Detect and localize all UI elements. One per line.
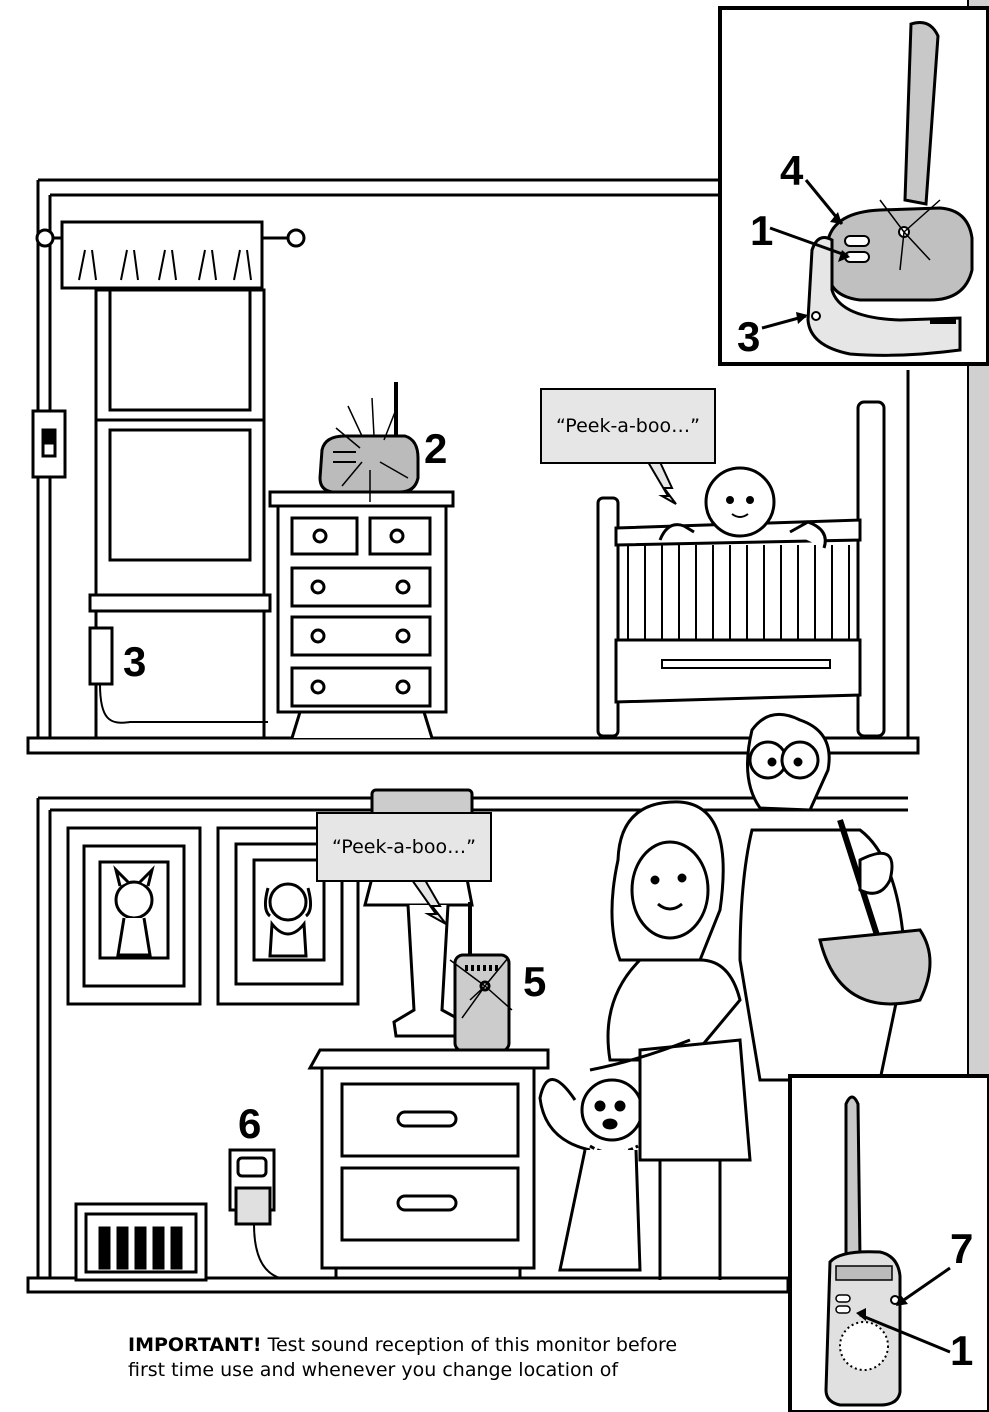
bubble-pointer-nursery [648, 462, 676, 504]
callout-5-receiver: 5 [523, 961, 546, 1003]
dog [540, 1079, 642, 1270]
light-switch [33, 411, 65, 477]
callout-7-receiver: 7 [950, 1228, 973, 1270]
nightstand [310, 1050, 548, 1278]
transmitter-inset [720, 8, 988, 364]
nursery-transmitter-unit [320, 382, 418, 502]
heat-register [76, 1204, 206, 1280]
receiver-on-table [450, 902, 512, 1051]
dresser [270, 492, 453, 738]
callout-1-receiver: 1 [950, 1330, 973, 1372]
speech-bubble-nursery: “Peek-a-boo…” [540, 388, 716, 464]
important-label: IMPORTANT! [128, 1334, 262, 1356]
nursery-outlet [90, 628, 268, 723]
window [37, 222, 304, 738]
callout-4-transmitter: 4 [780, 150, 803, 192]
callout-3-transmitter: 3 [737, 316, 760, 358]
cat-picture-frame [68, 828, 200, 1004]
callout-3-nursery-outlet: 3 [123, 641, 146, 683]
callout-6-outlet: 6 [238, 1103, 261, 1145]
speech-bubble-living-room: “Peek-a-boo…” [316, 812, 492, 882]
important-text-line1: Test sound reception of this monitor bef… [262, 1334, 678, 1356]
important-text-line2: first time use and whenever you change l… [128, 1359, 618, 1381]
important-note: IMPORTANT! Test sound reception of this … [128, 1333, 768, 1383]
father [740, 714, 930, 1080]
living-outlet [230, 1150, 280, 1278]
callout-2-nursery: 2 [424, 428, 447, 470]
callout-1-transmitter: 1 [750, 210, 773, 252]
